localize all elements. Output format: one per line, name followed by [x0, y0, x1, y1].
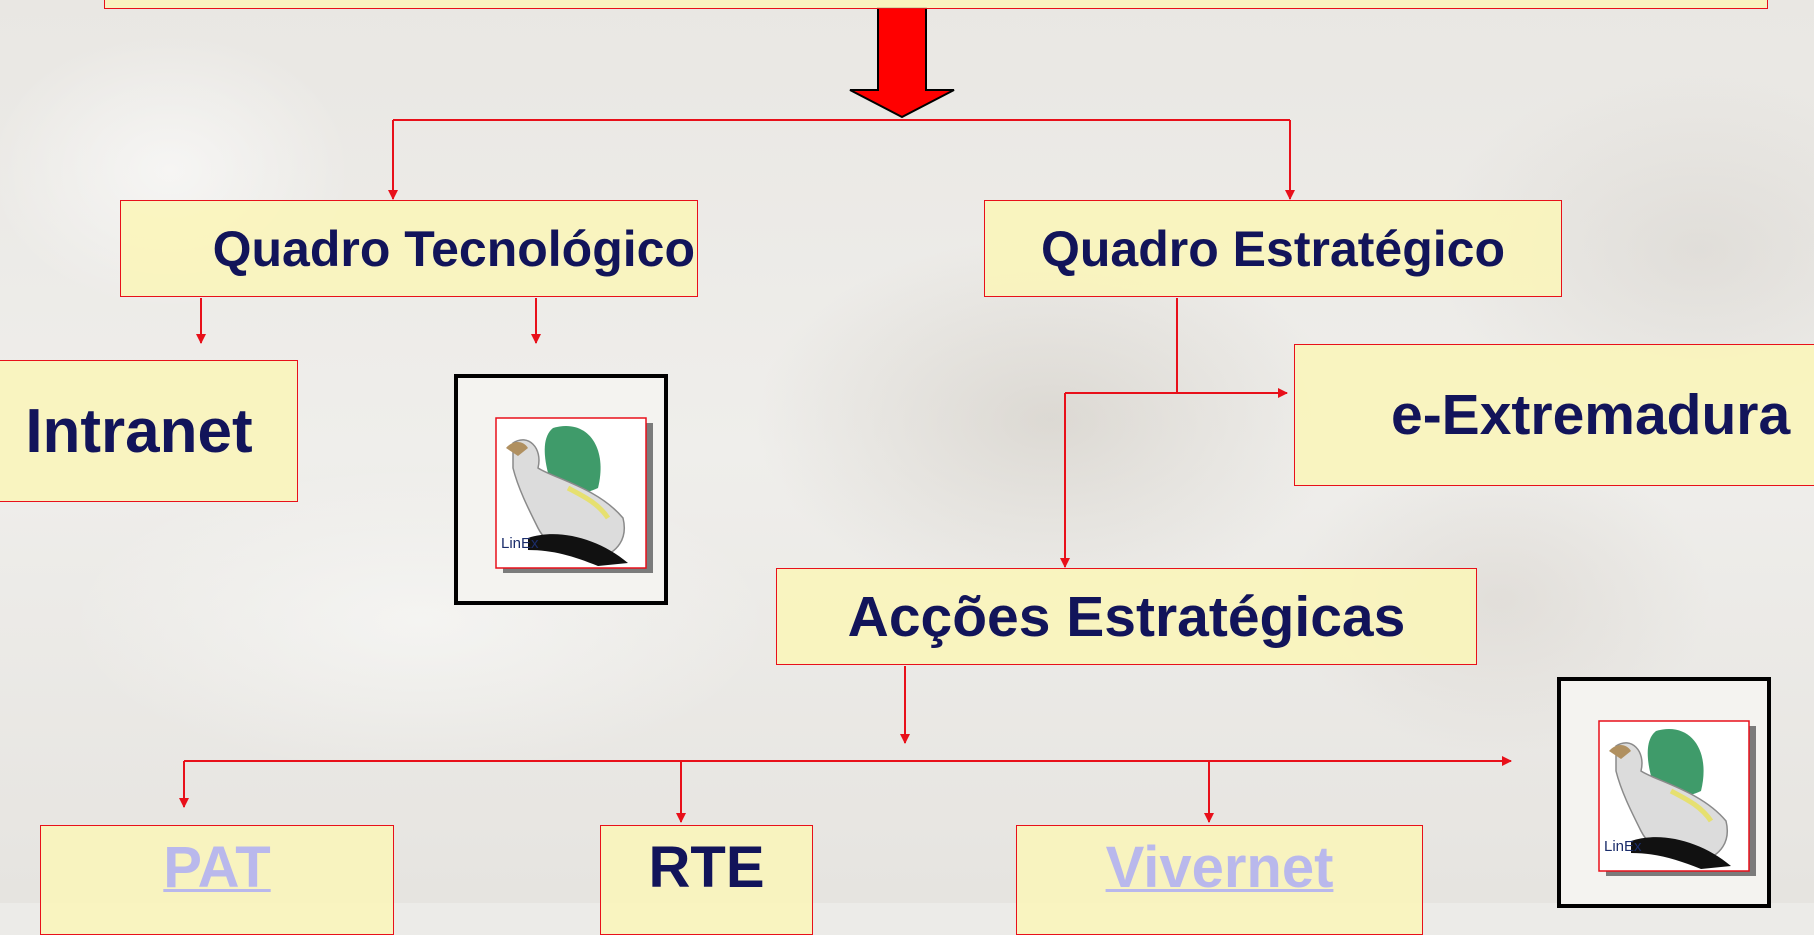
flowchart-connectors [179, 7, 1512, 823]
e-extremadura-label: e-Extremadura [1391, 383, 1791, 447]
quadro-estrategico-box: Quadro Estratégico [984, 200, 1562, 297]
linex-logo-icon: LinEx [495, 417, 653, 573]
top-title-box [104, 0, 1768, 9]
vivernet-link-box[interactable]: Vivernet [1016, 825, 1423, 935]
pat-link-box[interactable]: PAT [40, 825, 394, 935]
big-down-arrow [849, 7, 955, 119]
vivernet-link[interactable]: Vivernet [1105, 835, 1334, 900]
e-extremadura-box: e-Extremadura [1294, 344, 1814, 486]
accoes-estrategicas-label: Acções Estratégicas [847, 584, 1406, 649]
linex-logo-icon: LinEx [1598, 720, 1756, 876]
quadro-estrategico-label: Quadro Estratégico [1041, 220, 1505, 277]
quadro-tecnologico-box: Quadro Tecnológico [120, 200, 698, 297]
intranet-label: Intranet [25, 396, 253, 466]
accoes-estrategicas-box: Acções Estratégicas [776, 568, 1477, 665]
linex-logo-1: LinEx [454, 374, 668, 605]
pat-link[interactable]: PAT [163, 835, 271, 900]
linex-logo-2: LinEx [1557, 677, 1771, 908]
linex-logo-text: LinEx [1604, 838, 1642, 855]
linex-logo-text: LinEx [501, 535, 539, 552]
rte-box: RTE [600, 825, 813, 935]
rte-label: RTE [648, 835, 765, 900]
intranet-box: Intranet [0, 360, 298, 502]
quadro-tecnologico-label: Quadro Tecnológico [212, 220, 695, 277]
